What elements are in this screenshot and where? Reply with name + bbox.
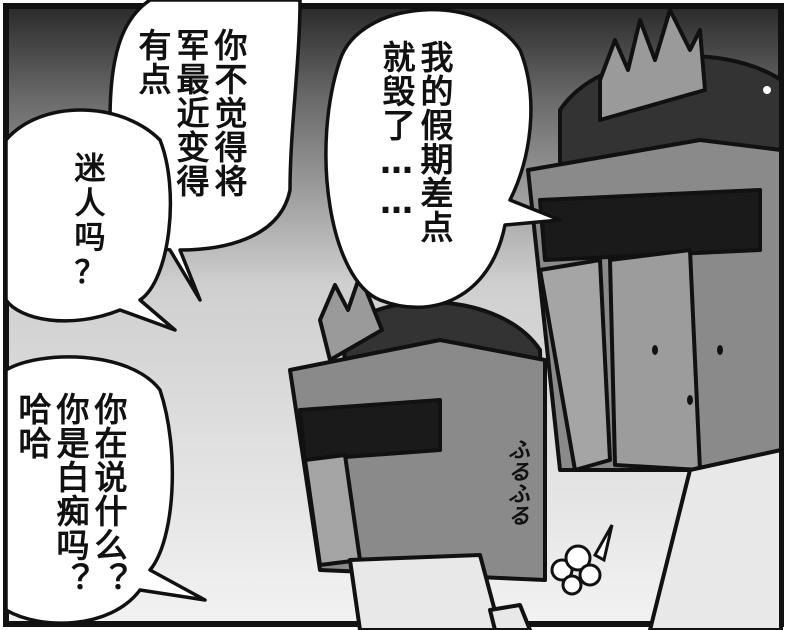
bubble-bottom-left-line-3: 哈哈: [13, 392, 52, 460]
bubble-left: [4, 108, 177, 332]
bubble-right: [324, 8, 562, 309]
bubble-left-text: 迷 人 吗 ？: [70, 152, 110, 291]
bubble-bottom-left-line-1: 你在说什么？: [89, 392, 128, 596]
speech-bubbles: [4, 0, 562, 625]
bubble-right-line-1: 我的假期差点: [415, 40, 454, 244]
bubble-left-char-4: ？: [74, 255, 106, 292]
bubble-bottom-left-line-2: 你是白痴吗？: [51, 392, 90, 596]
soldier-left: [288, 273, 547, 630]
bubble-right-line-2: 就毁了……: [377, 40, 416, 222]
bubble-bottom-left: [4, 355, 207, 625]
smoke-puff-icon: [550, 524, 614, 596]
bubble-left-char-2: 人: [74, 185, 106, 222]
bubble-top-middle-line-1: 你不觉得将: [209, 28, 248, 198]
bubble-left-char-1: 迷: [74, 151, 106, 187]
bubble-left-char-3: 吗: [74, 220, 106, 257]
bubble-top-middle-line-2: 军最近变得: [171, 28, 210, 198]
bubble-top-middle-line-3: 有点: [133, 28, 172, 96]
sfx-trembling: ふるふる: [504, 438, 529, 526]
sweat-drop-icon: [652, 345, 723, 405]
soldier-right: [526, 8, 783, 630]
